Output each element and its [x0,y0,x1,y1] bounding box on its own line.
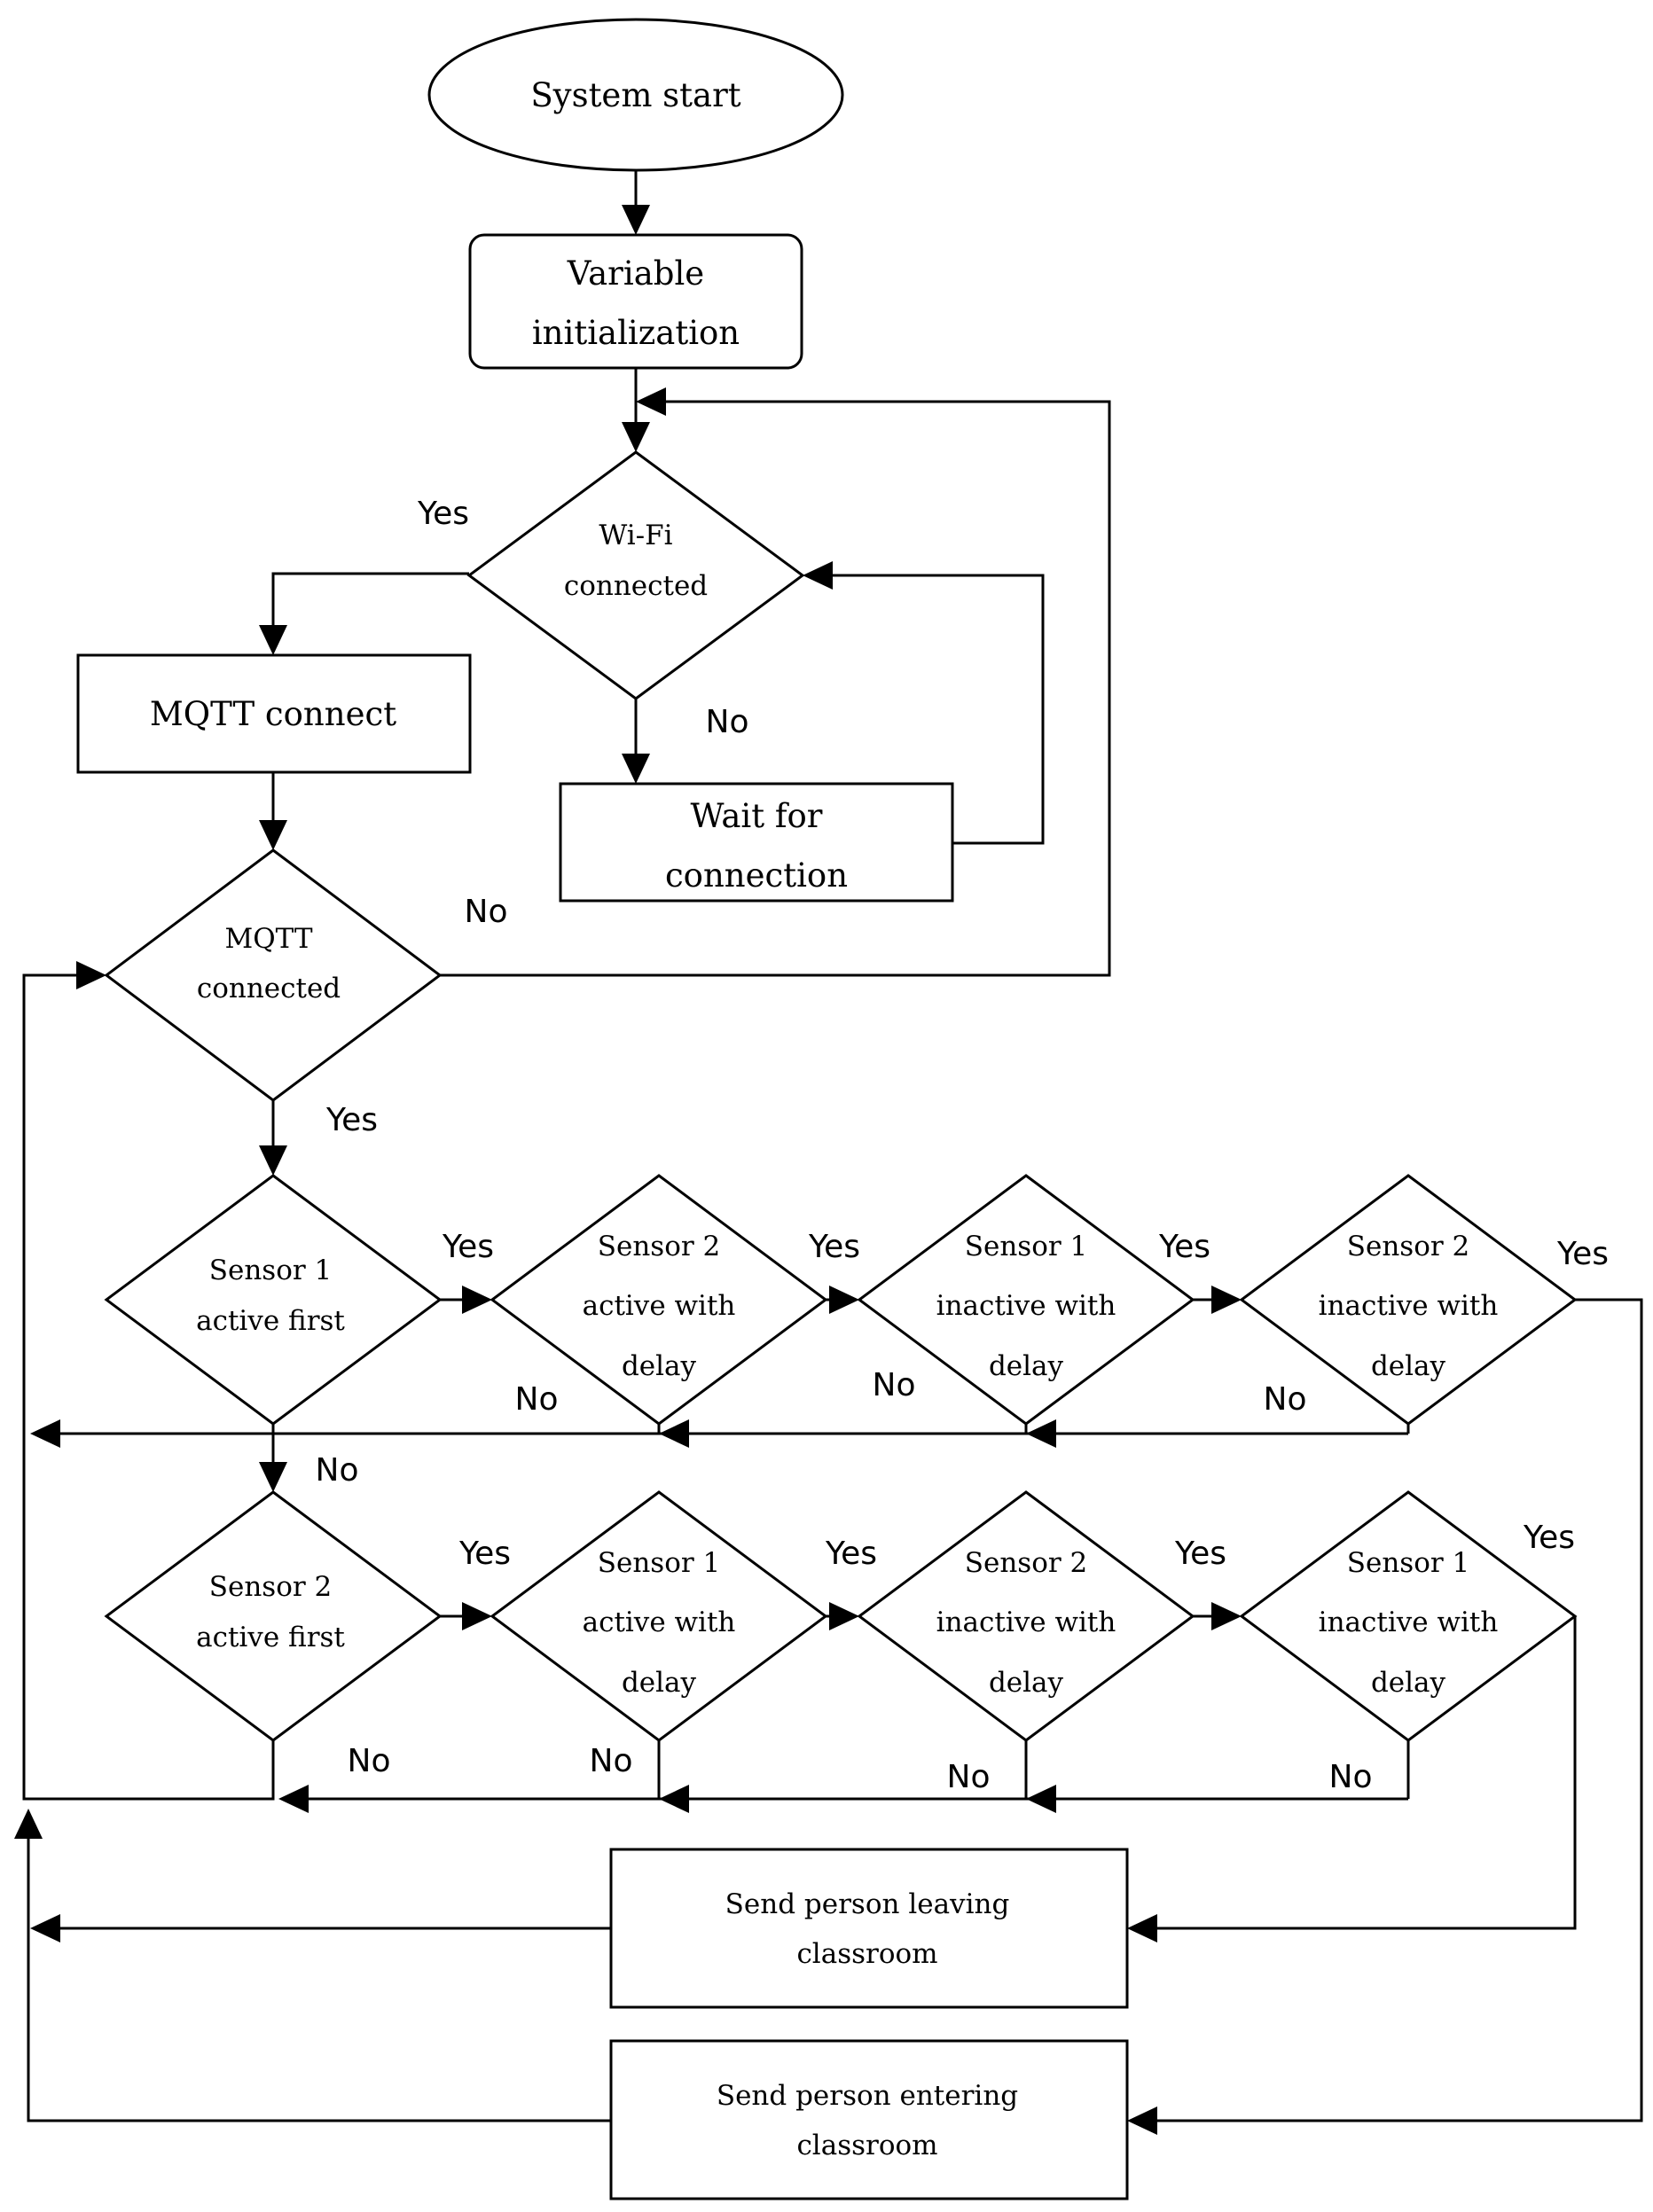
label-r2-no-3: No [947,1759,991,1795]
mqtt-connected-line1: MQTT [224,923,312,955]
wait-line2: connection [665,856,848,895]
label-r1-yes-4: Yes [1556,1236,1609,1272]
variable-init-line1: Variable [567,254,704,293]
s1-delay-b-line3: delay [622,1667,697,1699]
label-r2-no-4: No [1329,1759,1373,1795]
s1-first-line2: active first [196,1305,345,1337]
s2-inactive-a-line1: Sensor 2 [1347,1231,1470,1262]
label-r1-yes-2: Yes [808,1229,860,1265]
label-r2-no-1: No [348,1743,391,1779]
label-r1-no-1: No [316,1452,359,1489]
mqtt-connect-text: MQTT connect [150,695,396,733]
wifi-line1: Wi-Fi [599,520,672,551]
s1-first-line1: Sensor 1 [209,1255,333,1286]
s1-inactive-a-line1: Sensor 1 [965,1231,1088,1262]
label-r1-no-3: No [873,1367,916,1403]
s2-inactive-b-line2: inactive with [936,1606,1116,1638]
s2-delay-a-line3: delay [622,1350,697,1382]
wifi-line2: connected [564,570,708,602]
label-r2-yes-3: Yes [1174,1536,1226,1572]
entering-line1: Send person entering [717,2080,1018,2112]
s2-first-line1: Sensor 2 [209,1571,333,1603]
entering-box [609,2039,1129,2200]
s2-inactive-b-line1: Sensor 2 [965,1547,1088,1579]
sensor1-first-decision [104,1174,443,1426]
label-r2-yes-1: Yes [458,1536,511,1572]
s2-delay-a-line1: Sensor 2 [598,1231,721,1262]
s2-inactive-a-line3: delay [1371,1350,1446,1382]
s1-inactive-a-line3: delay [989,1350,1064,1382]
s1-delay-b-line2: active with [583,1606,736,1638]
label-mqtt-yes: Yes [325,1102,378,1138]
s1-inactive-b-line3: delay [1371,1667,1446,1699]
s2-first-line2: active first [196,1622,345,1653]
s1-inactive-b-line1: Sensor 1 [1347,1547,1470,1579]
label-r1-no-4: No [1264,1381,1307,1418]
wait-line1: Wait for [691,797,823,835]
leaving-line2: classroom [796,1938,937,1970]
label-r2-yes-2: Yes [825,1536,877,1572]
s1-delay-b-line1: Sensor 1 [598,1547,721,1579]
s2-delay-a-line2: active with [583,1290,736,1322]
s2-inactive-b-line3: delay [989,1667,1064,1699]
wait-box [559,782,954,903]
entering-line2: classroom [796,2130,937,2161]
label-mqtt-no: No [465,894,508,930]
label-r2-yes-4: Yes [1523,1520,1575,1556]
label-wifi-no: No [706,704,749,740]
label-wifi-yes: Yes [417,496,469,532]
sensor2-first-decision [104,1490,443,1742]
leaving-box [609,1848,1129,2009]
mqtt-connected-line2: connected [197,973,341,1004]
s1-inactive-a-line2: inactive with [936,1290,1116,1322]
start-text: System start [530,76,740,114]
leaving-line1: Send person leaving [725,1888,1010,1920]
s1-inactive-b-line2: inactive with [1319,1606,1499,1638]
label-r1-yes-3: Yes [1158,1229,1210,1265]
mqtt-connect-box [76,653,472,774]
label-r1-yes-1: Yes [442,1229,494,1265]
s2-inactive-a-line2: inactive with [1319,1290,1499,1322]
variable-init-line2: initialization [532,314,740,352]
label-r2-no-2: No [590,1743,633,1779]
connectors [14,170,1643,2135]
label-r1-no-2: No [515,1381,559,1418]
